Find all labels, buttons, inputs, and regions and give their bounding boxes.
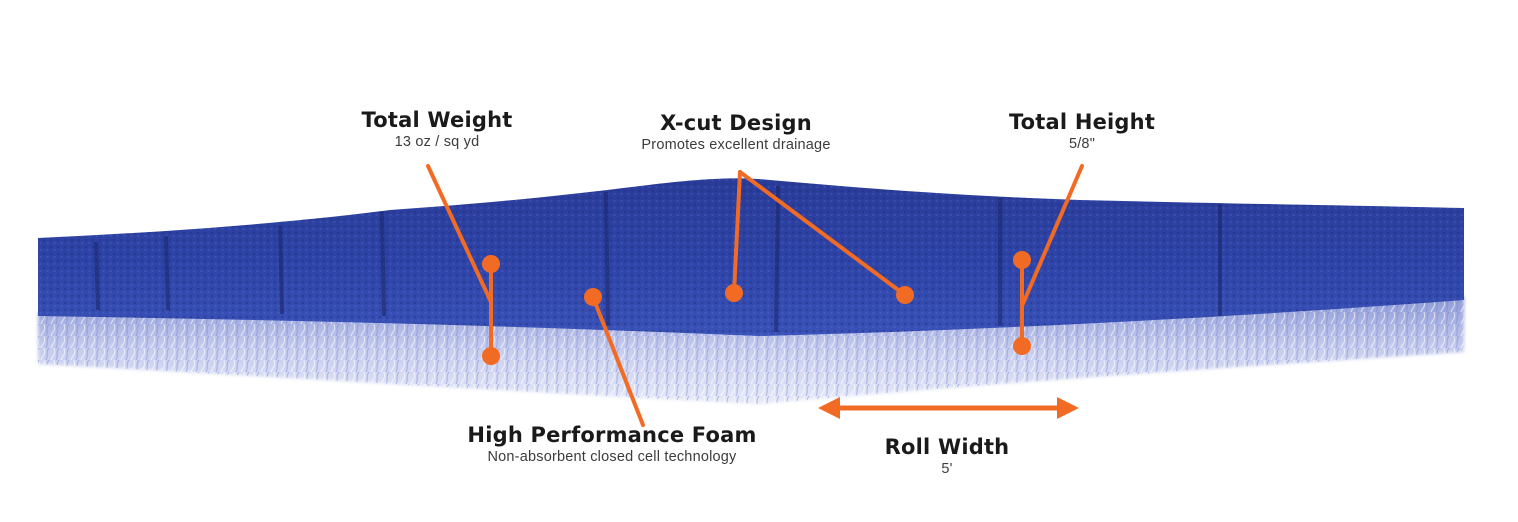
foam-layer — [38, 178, 1464, 336]
annotation-lines — [426, 164, 1084, 427]
foam-callout: High Performance Foam Non-absorbent clos… — [467, 422, 756, 466]
total-weight-callout: Total Weight 13 oz / sq yd — [362, 107, 513, 151]
xcut-design-title: X-cut Design — [660, 111, 812, 135]
foam-title: High Performance Foam — [467, 423, 757, 447]
foam-description: Non-absorbent closed cell technology — [487, 449, 737, 465]
roll-width-arrow — [818, 397, 1079, 419]
roll-width-value: 5' — [941, 461, 953, 477]
total-height-title: Total Height — [1008, 110, 1156, 134]
total-height-callout: Total Height 5/8" — [1009, 109, 1155, 153]
total-height-value: 5/8" — [1068, 136, 1096, 152]
total-weight-title: Total Weight — [361, 108, 513, 132]
roll-width-title: Roll Width — [884, 435, 1010, 459]
total-weight-value: 13 oz / sq yd — [394, 134, 480, 150]
xcut-design-callout: X-cut Design Promotes excellent drainage — [641, 110, 830, 154]
roll-width-callout: Roll Width 5' — [885, 434, 1010, 478]
xcut-design-description: Promotes excellent drainage — [641, 137, 831, 153]
xcut-grooves — [94, 185, 1222, 333]
annotation-markers — [482, 251, 1031, 365]
